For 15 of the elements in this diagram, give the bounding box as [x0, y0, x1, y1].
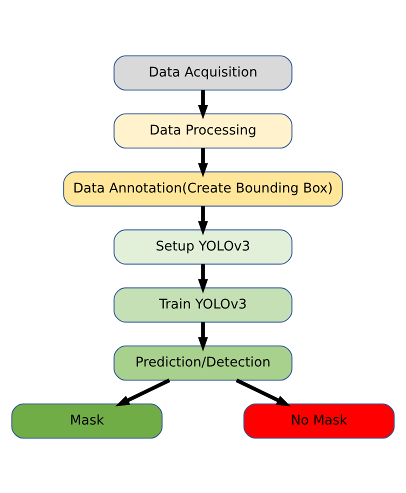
arrow	[198, 264, 208, 293]
arrow	[198, 322, 208, 351]
arrow	[198, 148, 208, 177]
node-box: Train YOLOv3	[114, 286, 292, 322]
arrow	[198, 206, 208, 235]
arrow	[236, 378, 291, 406]
node-box: Data Processing	[114, 112, 292, 148]
node-box: Setup YOLOv3	[114, 228, 292, 264]
node-box: Data Acquisition	[114, 54, 292, 90]
node-box: Mask	[11, 402, 163, 438]
node-box: Prediction/Detection	[114, 344, 292, 380]
node-box: No Mask	[243, 402, 395, 438]
arrow	[115, 378, 170, 406]
arrow	[198, 90, 208, 119]
node-box: Data Annotation(Create Bounding Box)	[63, 170, 343, 206]
